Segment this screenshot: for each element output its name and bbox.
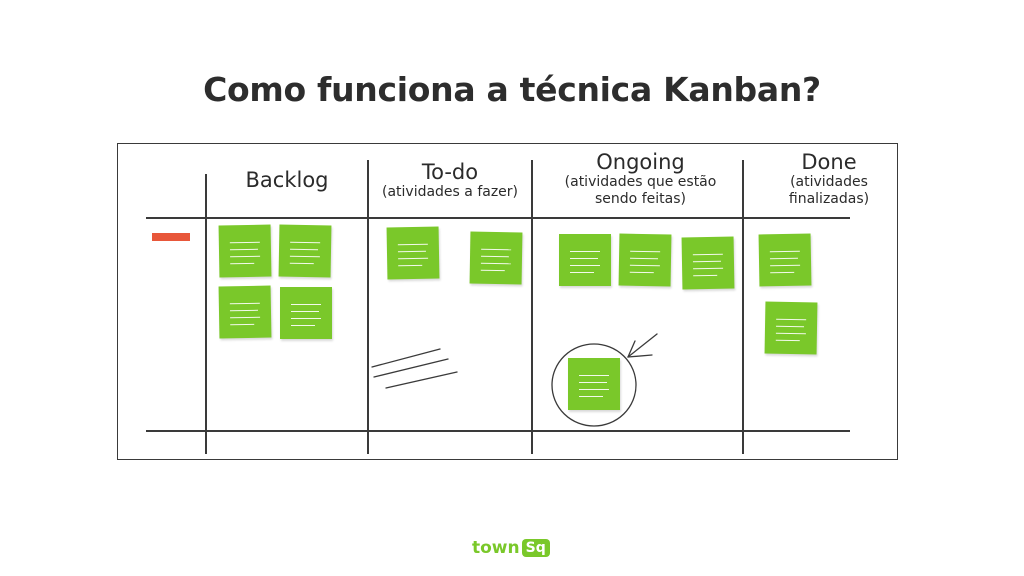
page-title: Como funciona a técnica Kanban? xyxy=(203,70,821,109)
arrow-head xyxy=(627,340,636,358)
sticky-note-highlighted xyxy=(568,358,620,410)
swimlane-marker xyxy=(152,233,190,241)
column-title: Backlog xyxy=(245,168,329,192)
logo-text: town xyxy=(472,538,520,558)
sketch-line xyxy=(373,358,449,378)
highlight-circle xyxy=(551,343,637,427)
footer-divider xyxy=(146,430,850,432)
townsq-logo: town Sq xyxy=(472,535,550,561)
column-subtitle: (atividades a fazer) xyxy=(381,184,519,200)
logo-badge: Sq xyxy=(521,539,550,557)
column-title: Ongoing xyxy=(596,150,685,174)
sticky-note xyxy=(280,287,332,339)
sticky-note xyxy=(559,234,611,286)
column-divider xyxy=(531,160,533,454)
column-divider xyxy=(367,160,369,454)
column-divider xyxy=(205,174,207,454)
column-header-backlog: Backlog xyxy=(212,168,362,192)
sketch-line xyxy=(371,348,441,368)
header-divider xyxy=(146,217,850,219)
column-title: To-do xyxy=(421,160,479,184)
column-subtitle: (atividades que estão sendo feitas) xyxy=(564,174,717,207)
column-header-ongoing: Ongoing (atividades que estão sendo feit… xyxy=(548,150,733,208)
column-subtitle: (atividades finalizadas) xyxy=(788,174,870,207)
column-title: Done xyxy=(801,150,857,174)
arrow-shaft xyxy=(627,333,658,358)
sketch-line xyxy=(385,371,458,389)
column-header-todo: To-do (atividades a fazer) xyxy=(370,160,530,201)
kanban-board xyxy=(117,143,898,460)
column-divider xyxy=(742,160,744,454)
arrow-head xyxy=(627,354,653,358)
column-header-done: Done (atividades finalizadas) xyxy=(770,150,888,208)
